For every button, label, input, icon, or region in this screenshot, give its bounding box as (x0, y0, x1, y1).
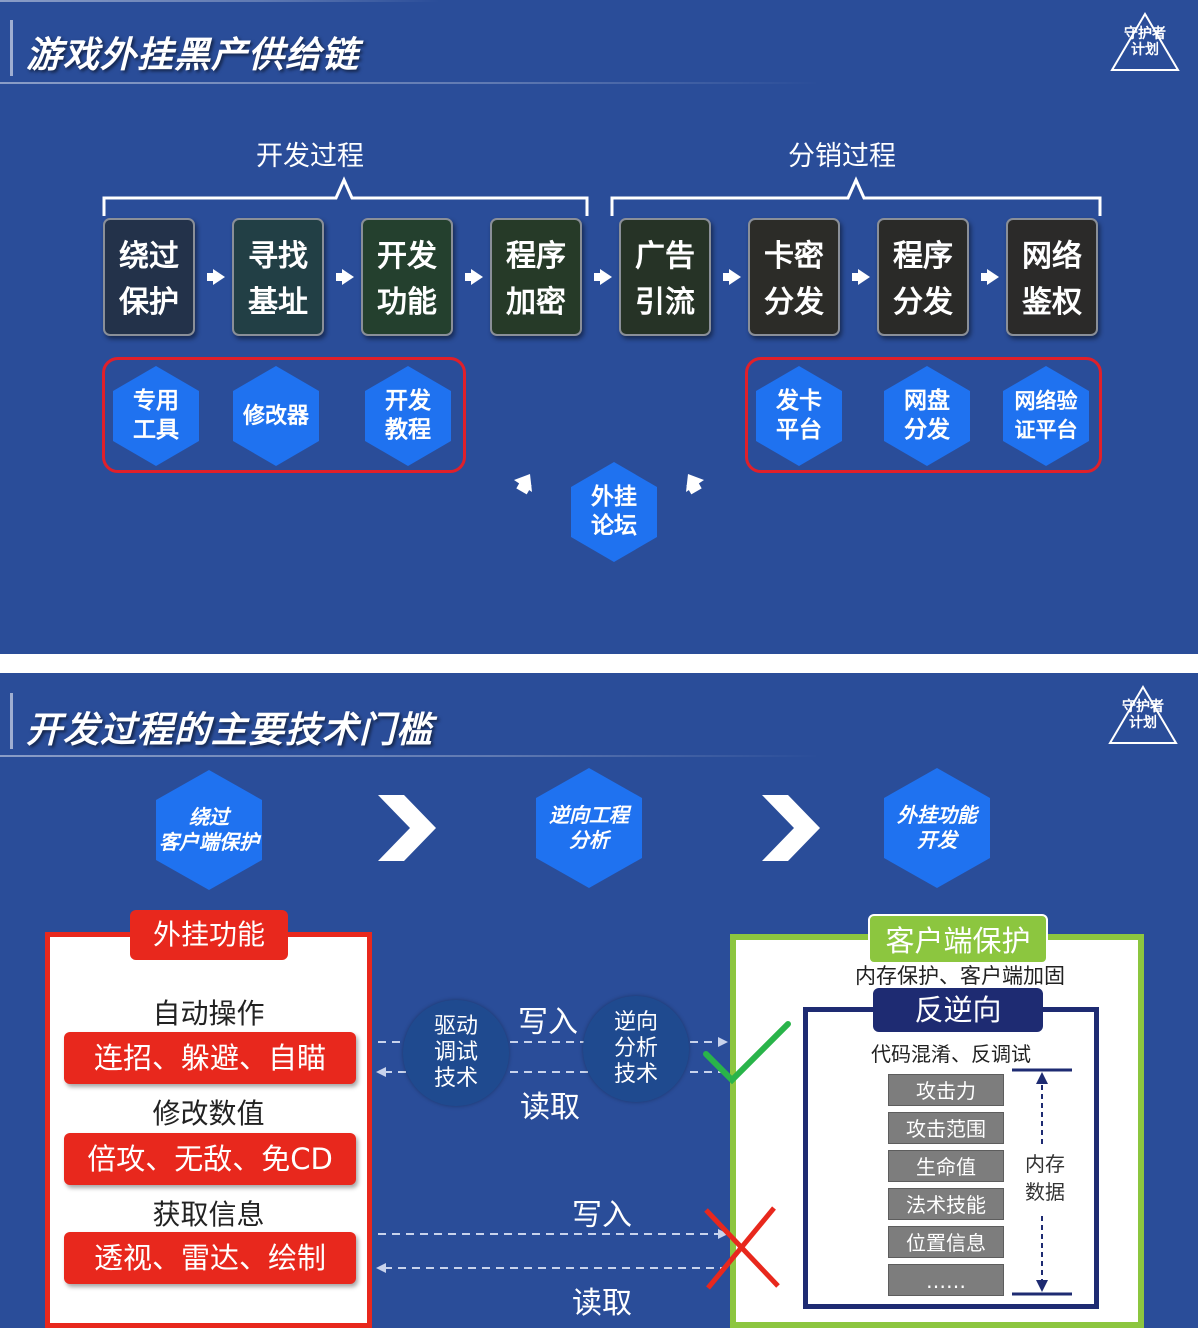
chevron-right-icon (378, 795, 436, 861)
memory-item: 法术技能 (888, 1188, 1004, 1220)
arrow-up-icon (1036, 1072, 1048, 1084)
feature-group-label: 修改数值 (152, 1097, 265, 1130)
label-write: 写入 (518, 1005, 578, 1040)
arrow-right-icon (594, 269, 612, 285)
feature-group-label: 获取信息 (152, 1198, 265, 1231)
memory-item: 生命值 (888, 1150, 1004, 1182)
group-label-dist: 分销过程 (788, 141, 896, 172)
flow-cheat-development: 外挂功能开发 (884, 768, 990, 888)
title-accent-bar (10, 20, 13, 76)
flow-bypass-client-protection: 绕过客户端保护 (156, 770, 262, 890)
flow-reverse-engineering: 逆向工程分析 (536, 768, 642, 888)
cheat-features-title: 外挂功能 (130, 910, 288, 960)
step-find-base-address: 寻找基址 (232, 218, 324, 336)
logo-text-1: 守护者 (1122, 699, 1164, 715)
anti-reverse-subtitle: 代码混淆、反调试 (871, 1042, 1031, 1066)
shouhuzhe-logo: 守护者 计划 (1110, 12, 1180, 74)
memory-range-indicator (1012, 1068, 1072, 1296)
arrow-head-icon (376, 1067, 386, 1077)
feature-group-label: 自动操作 (152, 997, 265, 1030)
arrow-right-icon (336, 269, 354, 285)
memory-item: …… (888, 1264, 1004, 1296)
arrow-right-icon (207, 269, 225, 285)
shouhuzhe-logo: 守护者 计划 (1108, 685, 1178, 747)
supply-chain-panel: 游戏外挂黑产供给链 守护者 计划 开发过程 分销过程 绕过保护 寻找基址 开发功… (0, 0, 1198, 654)
arrow-head-icon (718, 1229, 728, 1239)
arrow-right-icon (852, 269, 870, 285)
memory-item: 攻击力 (888, 1074, 1004, 1106)
memory-item: 位置信息 (888, 1226, 1004, 1258)
logo-text-1: 守护者 (1124, 26, 1166, 42)
read-write-arrows (376, 1037, 728, 1273)
dist-tools-box (745, 357, 1102, 473)
panel-title: 开发过程的主要技术门槛 (26, 710, 434, 751)
step-network-auth: 网络鉴权 (1006, 218, 1098, 336)
chevron-right-icon (762, 795, 820, 861)
group-label-dev: 开发过程 (256, 141, 364, 172)
client-protection-title: 客户端保护 (868, 914, 1048, 964)
top-line (0, 0, 440, 2)
dev-tools-box (102, 357, 466, 473)
arrow-right-icon (723, 269, 741, 285)
step-develop-features: 开发功能 (361, 218, 453, 336)
title-underline (0, 82, 820, 84)
step-card-key-distribution: 卡密分发 (748, 218, 840, 336)
tech-driver-debugging: 驱动调试技术 (403, 1000, 509, 1106)
memory-item: 攻击范围 (888, 1112, 1004, 1144)
title-underline (0, 755, 820, 757)
group-brackets (102, 176, 1102, 495)
title-accent-bar (10, 693, 13, 749)
feature-group-items: 连招、躲避、自瞄 (64, 1032, 356, 1084)
logo-text-2: 计划 (1131, 42, 1159, 58)
arrow-down-icon (1036, 1280, 1048, 1292)
label-read: 读取 (572, 1286, 632, 1321)
bracket-dist (610, 176, 1102, 216)
feature-group-items: 倍攻、无敌、免CD (64, 1133, 356, 1185)
step-program-encryption: 程序加密 (490, 218, 582, 336)
step-ad-traffic: 广告引流 (619, 218, 711, 336)
bracket-dev (102, 176, 589, 216)
cross-icon (704, 1206, 780, 1290)
label-read: 读取 (520, 1090, 580, 1125)
arrow-right-icon (465, 269, 483, 285)
check-icon (703, 1021, 791, 1085)
feature-group-items: 透视、雷达、绘制 (64, 1232, 356, 1284)
logo-text-2: 计划 (1129, 715, 1157, 731)
label-write: 写入 (572, 1198, 632, 1233)
logo-triangle-icon (1108, 685, 1178, 744)
step-bypass-protection: 绕过保护 (103, 218, 195, 336)
memory-data-label: 内存数据 (1025, 1152, 1065, 1204)
arrow-head-icon (718, 1037, 728, 1047)
anti-reverse-title: 反逆向 (873, 988, 1043, 1032)
client-protection-subtitle: 内存保护、客户端加固 (855, 964, 1065, 988)
logo-triangle-icon (1110, 12, 1180, 71)
arrow-right-icon (981, 269, 999, 285)
panel-title: 游戏外挂黑产供给链 (26, 35, 360, 76)
arrow-head-icon (376, 1263, 386, 1273)
step-program-distribution: 程序分发 (877, 218, 969, 336)
tech-reverse-analysis: 逆向分析技术 (583, 996, 689, 1102)
